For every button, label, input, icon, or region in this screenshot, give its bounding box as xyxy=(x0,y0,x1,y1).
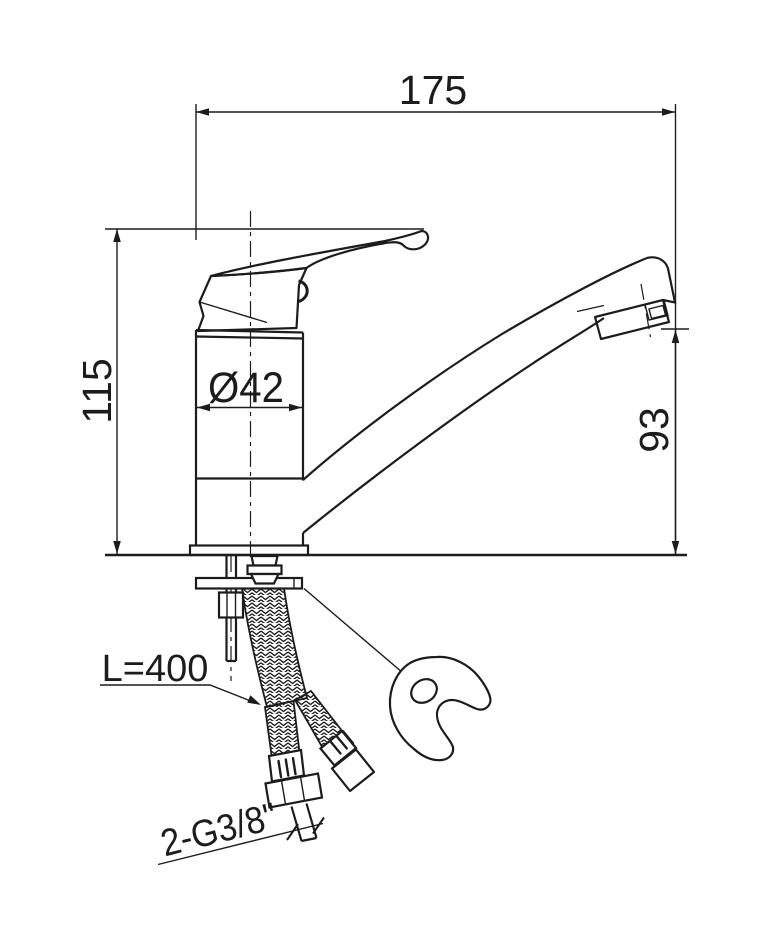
hose-length-callout: L=400 xyxy=(100,648,261,705)
faucet-body xyxy=(188,328,310,557)
aerator-centerline xyxy=(640,283,652,338)
handle-lever xyxy=(209,229,430,278)
c-clip-hole xyxy=(410,678,438,704)
hose-connector-hex xyxy=(246,564,283,576)
dimension-spout-reach: 175 xyxy=(195,67,677,554)
faucet-handle xyxy=(196,229,430,333)
leader-line-hose-length xyxy=(100,684,250,702)
arrowhead xyxy=(196,108,209,116)
faucet-spout xyxy=(302,256,677,534)
mounting-nut xyxy=(217,591,245,619)
mounting-stud-lower xyxy=(225,617,238,663)
hose-connector-taper xyxy=(249,572,281,585)
base-plate xyxy=(188,544,310,557)
hose-thread-label: 2-G3/8" xyxy=(157,796,282,866)
ferrule-slots xyxy=(277,757,297,779)
dimension-body-diameter: Ø42 xyxy=(197,364,302,412)
body-collar xyxy=(195,328,304,340)
dimension-overall-height: 115 xyxy=(74,228,424,554)
aerator-insert-detail xyxy=(648,304,667,320)
dim-spout-reach-label: 175 xyxy=(399,67,467,113)
leader-line-hose-thread xyxy=(157,822,324,866)
mounting-nut-facets xyxy=(226,592,237,618)
arrowhead xyxy=(289,403,302,412)
hose-braid-upper xyxy=(240,587,309,709)
c-clip-washer-group xyxy=(303,587,492,762)
aerator-insert xyxy=(644,299,669,321)
hose-length-label: L=400 xyxy=(102,648,209,690)
hex-nut-facets xyxy=(280,776,306,805)
arrowhead xyxy=(671,330,680,343)
arrowhead xyxy=(113,229,121,242)
dim-body-diameter-label: Ø42 xyxy=(208,364,284,412)
supply-hoses xyxy=(240,587,376,843)
aerator xyxy=(593,298,671,341)
c-clip-washer xyxy=(388,655,492,762)
dim-outlet-height-label: 93 xyxy=(631,407,677,453)
hose-connector-flange xyxy=(250,554,279,567)
indicator-button xyxy=(298,279,309,303)
mounting-plate xyxy=(194,576,304,590)
arrowhead xyxy=(671,541,680,554)
spout-top-edge xyxy=(302,256,648,481)
hose-hex-nut-right xyxy=(330,748,376,793)
hose-ferrule-right xyxy=(318,729,358,768)
handle-cap-facet xyxy=(199,301,268,324)
arrowhead xyxy=(247,695,261,705)
dimension-outlet-height: 93 xyxy=(631,328,689,554)
arrowhead xyxy=(197,403,210,412)
spout-underside-step xyxy=(576,304,605,313)
hose-braid-left xyxy=(263,699,301,760)
spout-bottom-edge xyxy=(302,317,605,534)
spout-tip-end xyxy=(646,256,677,304)
hose-thread-end-left xyxy=(290,803,318,843)
handle-cap xyxy=(196,266,308,333)
ferrule-slots xyxy=(329,730,355,755)
leader-line-washer xyxy=(303,587,404,674)
arrowhead xyxy=(113,541,121,554)
leader-tick-marks xyxy=(286,816,325,841)
dim-overall-height-label: 115 xyxy=(74,358,120,423)
arrowhead xyxy=(662,108,675,116)
